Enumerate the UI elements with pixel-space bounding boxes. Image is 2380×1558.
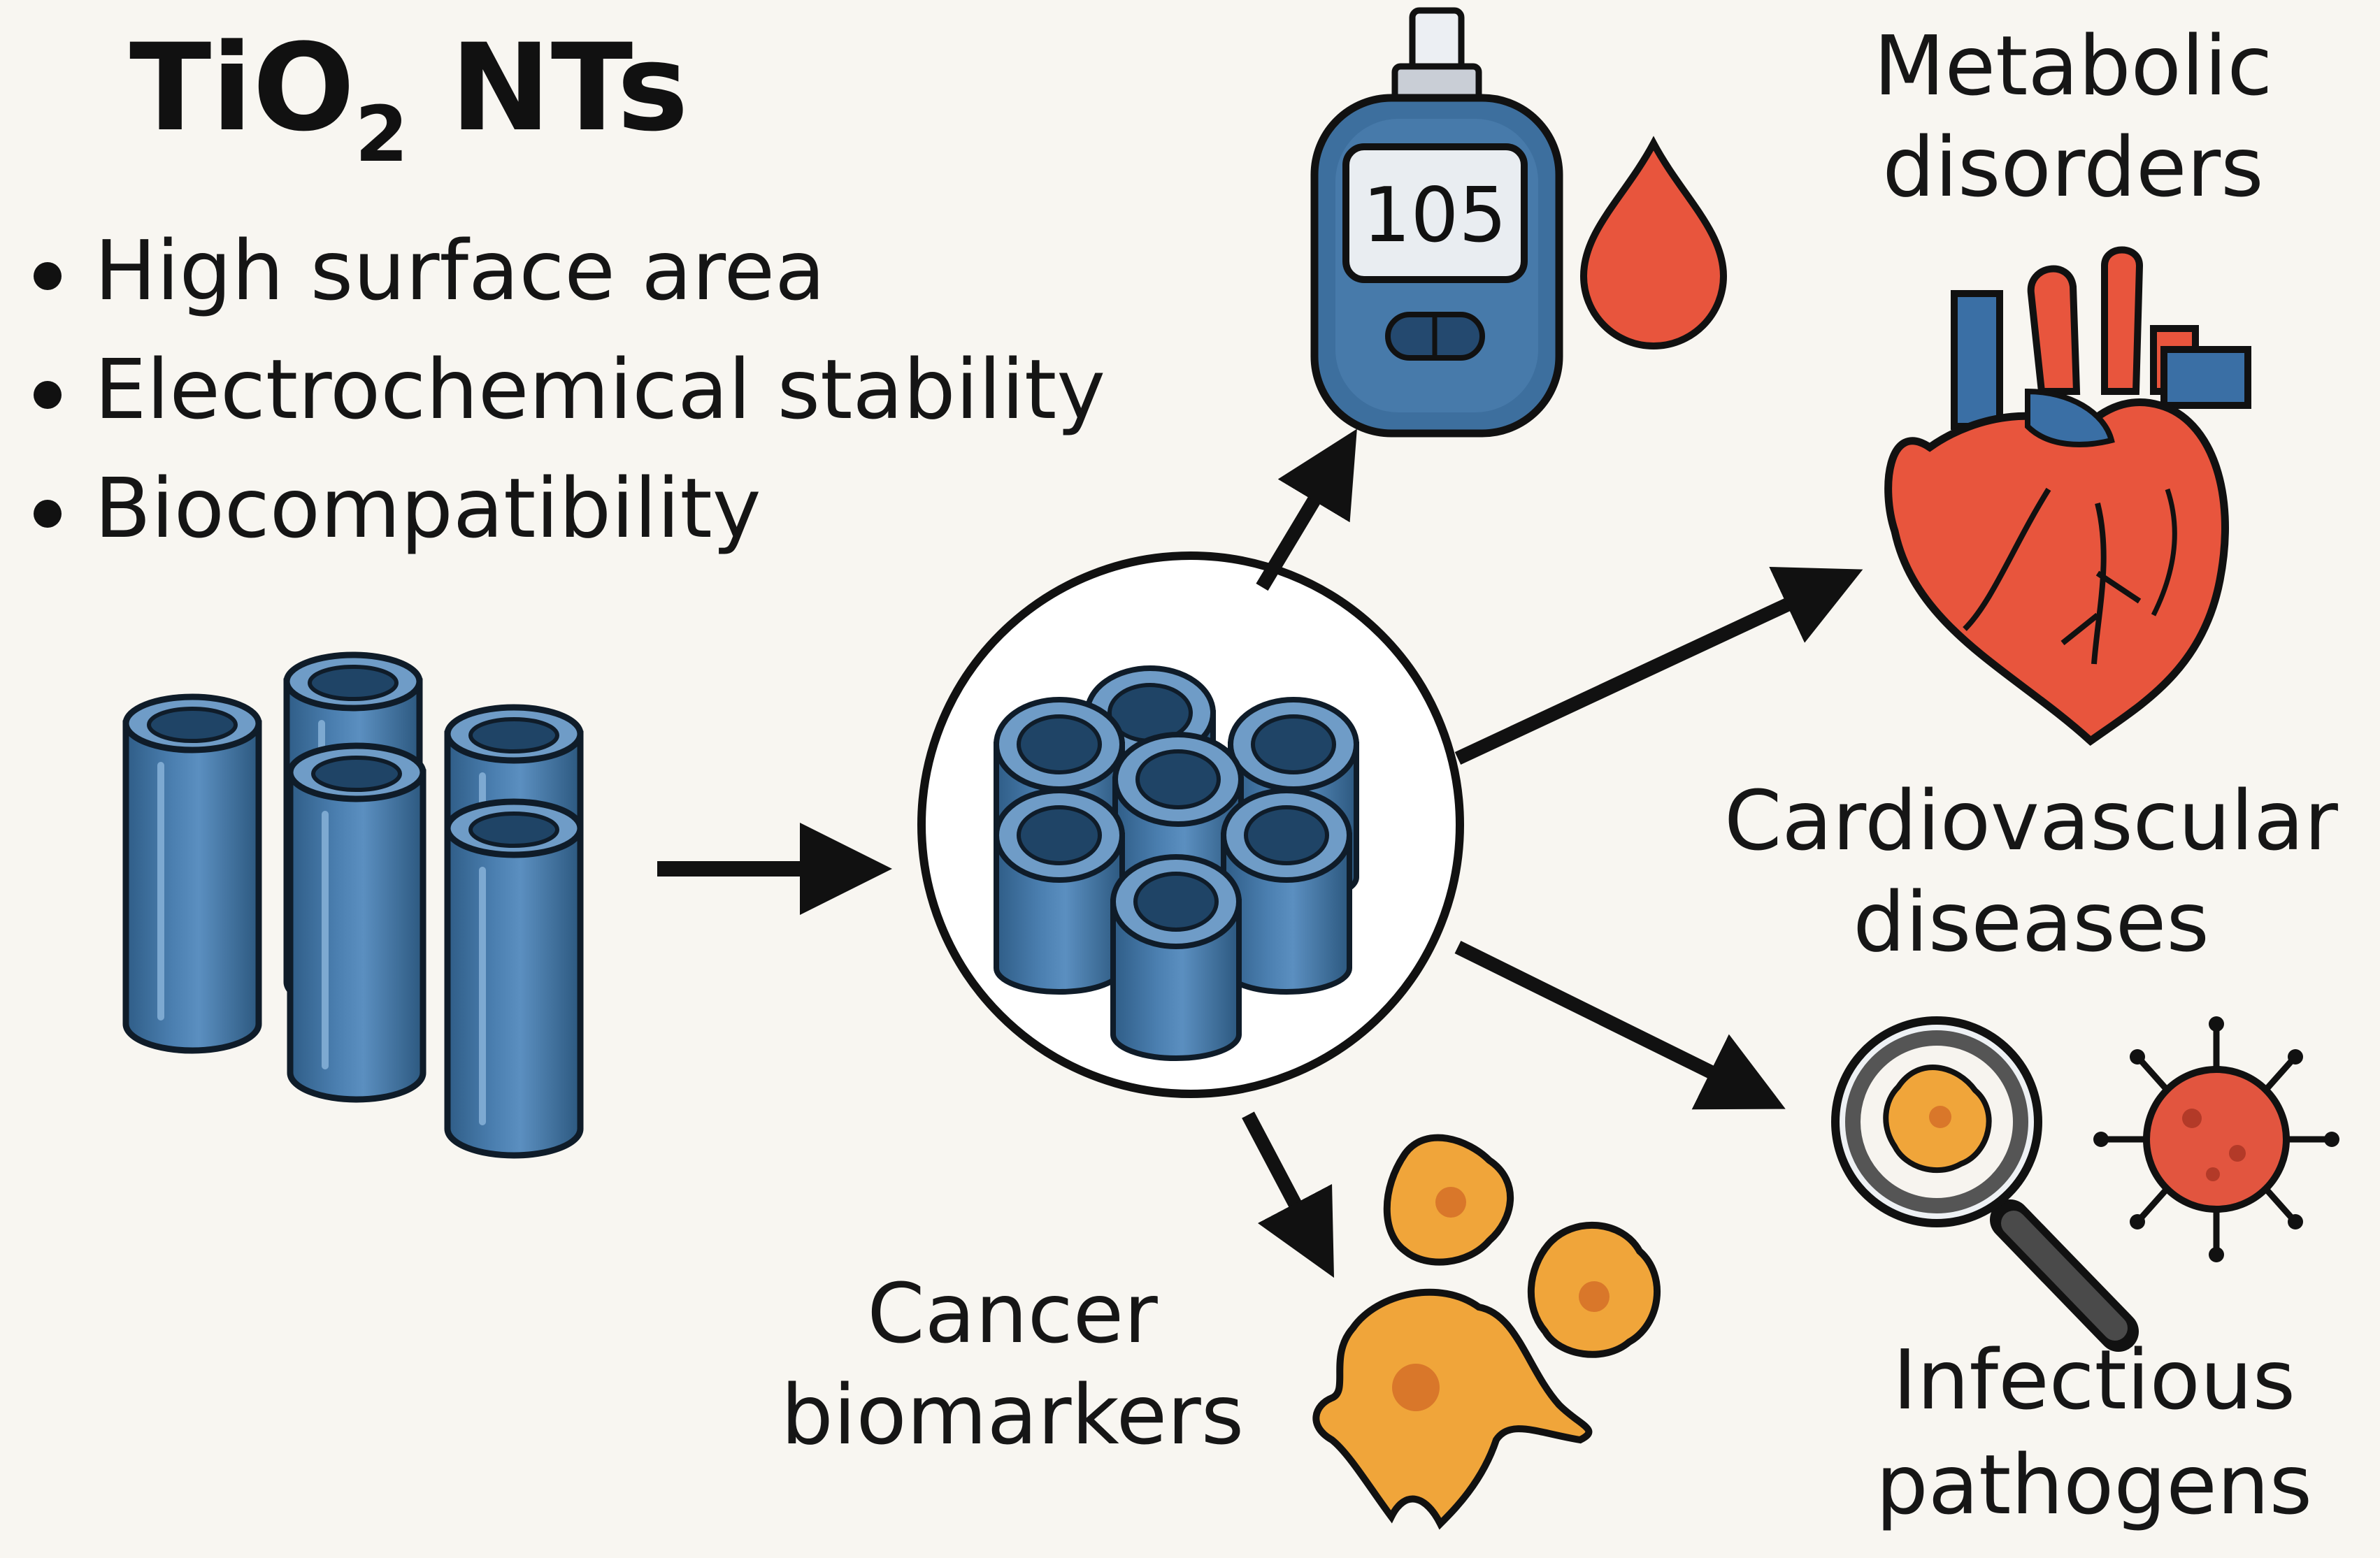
label-metabolic-line1: Metabolic — [1874, 17, 2273, 114]
cancer-cells-icon — [1312, 1134, 1661, 1530]
label-cancer-line2: biomarkers — [781, 1366, 1244, 1463]
label-cardio-line2: diseases — [1853, 874, 2209, 970]
properties-list: High surface area Electrochemical stabil… — [34, 222, 1105, 556]
title-suffix: NTs — [408, 17, 689, 158]
bullet-dot — [34, 500, 62, 528]
bullet-dot — [34, 381, 62, 409]
label-cardio-line1: Cardiovascular — [1724, 772, 2338, 869]
magnifier-icon — [1831, 1016, 2139, 1352]
label-infectious-line2: pathogens — [1876, 1436, 2312, 1533]
glucometer-icon: 105 — [1310, 7, 1563, 438]
virus-icon — [2093, 1016, 2339, 1262]
blood-drop-icon — [1579, 136, 1728, 349]
bullet-dot — [34, 262, 62, 290]
arrow-to-infectious — [1454, 941, 1786, 1110]
property-item: Electrochemical stability — [94, 341, 1105, 438]
arrow-to-cancer — [1242, 1111, 1335, 1278]
title-main: TiO — [129, 17, 355, 158]
title-subscript: 2 — [355, 89, 409, 179]
arrow-to-cardio — [1454, 567, 1863, 765]
page-title: TiO2 NTs — [129, 17, 689, 179]
svg-text:TiO2 NTs: TiO2 NTs — [129, 17, 689, 179]
nanotube-bundle-icon — [126, 655, 580, 1155]
property-item: High surface area — [94, 222, 825, 319]
label-metabolic-line2: disorders — [1882, 119, 2263, 215]
property-item: Biocompatibility — [94, 460, 761, 556]
heart-icon — [1884, 246, 2251, 746]
label-cancer-line1: Cancer — [867, 1265, 1158, 1362]
label-infectious-line1: Infectious — [1893, 1332, 2295, 1428]
arrow-to-metabolic — [1256, 428, 1357, 591]
glucometer-reading: 105 — [1363, 172, 1507, 259]
nanotube-array-circle-icon — [917, 551, 1464, 1098]
